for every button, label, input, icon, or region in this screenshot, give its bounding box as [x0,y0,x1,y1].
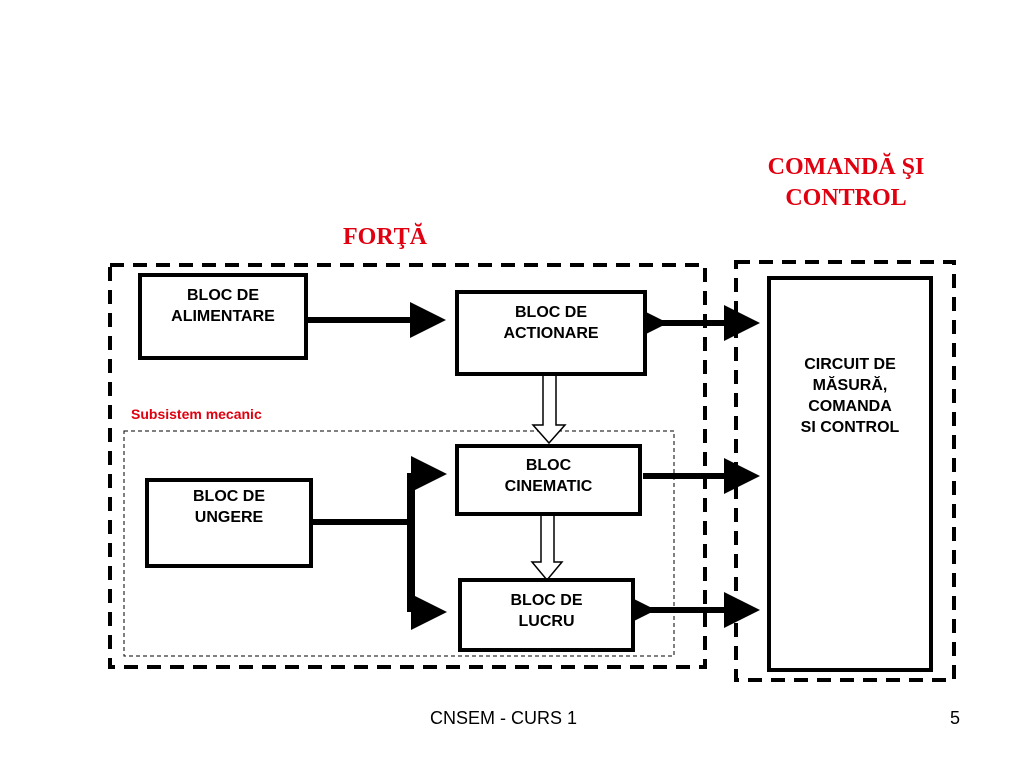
bloc-ungere: BLOC DE UNGERE [145,478,313,568]
title-comanda-control: COMANDĂ ŞI CONTROL [767,154,925,211]
forta-boundary [108,263,707,669]
hollow-arrow-actionare-cinematic [531,374,567,445]
bloc-alimentare: BLOC DE ALIMENTARE [138,273,308,360]
bloc-lucru: BLOC DE LUCRU [458,578,635,652]
circuit-masura-comanda-control: CIRCUIT DE MĂSURĂ, COMANDA SI CONTROL [767,276,933,672]
ungere-distribution [313,456,447,630]
subsystem-boundary [123,430,675,657]
hollow-arrow-cinematic-lucru [530,511,564,582]
bloc-cinematic: BLOC CINEMATIC [455,444,642,516]
page-number: 5 [950,708,961,728]
footer-course: CNSEM - CURS 1 [430,708,578,728]
title-forta: FORŢĂ [343,224,427,250]
bloc-actionare: BLOC DE ACTIONARE [455,290,647,376]
subsystem-label: Subsistem mecanic [131,406,262,422]
